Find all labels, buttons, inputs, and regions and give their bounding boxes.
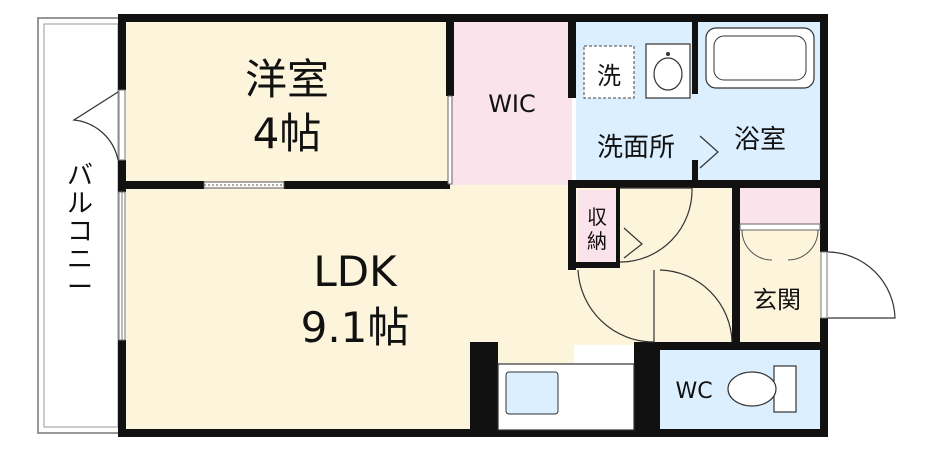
kitchen-counter-icon [497, 363, 635, 431]
toilet-label: WC [675, 379, 712, 404]
wic-label: WIC [488, 90, 536, 118]
western-room-area [124, 18, 450, 185]
balcony-char-4: ニ [67, 245, 93, 275]
wic-door-line [447, 95, 453, 185]
bathroom-label: 浴室 [734, 125, 786, 155]
western-room-label: 洋室 [245, 55, 329, 104]
balcony-char-5: ー [67, 273, 93, 303]
storage-label-2: 納 [587, 229, 607, 253]
entrance-door [820, 251, 896, 319]
washer-label: 洗 [597, 62, 621, 90]
shoe-closet-area [740, 188, 820, 224]
hall-door [577, 269, 733, 343]
wic-area [450, 22, 572, 185]
western-room-size: 4帖 [253, 109, 322, 158]
balcony [37, 17, 125, 434]
storage-door-marker [623, 227, 643, 259]
ldk-label: LDK [313, 247, 398, 296]
balcony-char-2: ル [67, 189, 93, 219]
entrance-label: 玄関 [753, 286, 801, 314]
balcony-inner-line [43, 23, 119, 428]
ldk-size: 9.1帖 [301, 303, 410, 352]
storage-label-1: 収 [587, 205, 607, 229]
balcony-door [72, 89, 126, 161]
sink-icon [645, 43, 691, 99]
balcony-outline [37, 17, 125, 434]
balcony-char-3: コ [67, 217, 93, 247]
washroom-label: 洗面所 [597, 133, 675, 163]
sliding-door-western [203, 181, 285, 189]
toilet-icon [727, 365, 797, 413]
storage-area [578, 190, 616, 262]
washer-space [583, 45, 635, 99]
balcony-char-1: バ [67, 161, 93, 191]
shoe-closet-doors [739, 223, 821, 261]
bath-door-marker [699, 135, 719, 169]
walls [118, 14, 828, 437]
bathtub-icon [705, 27, 815, 89]
balcony-window [118, 191, 126, 341]
washroom-door [619, 187, 693, 263]
